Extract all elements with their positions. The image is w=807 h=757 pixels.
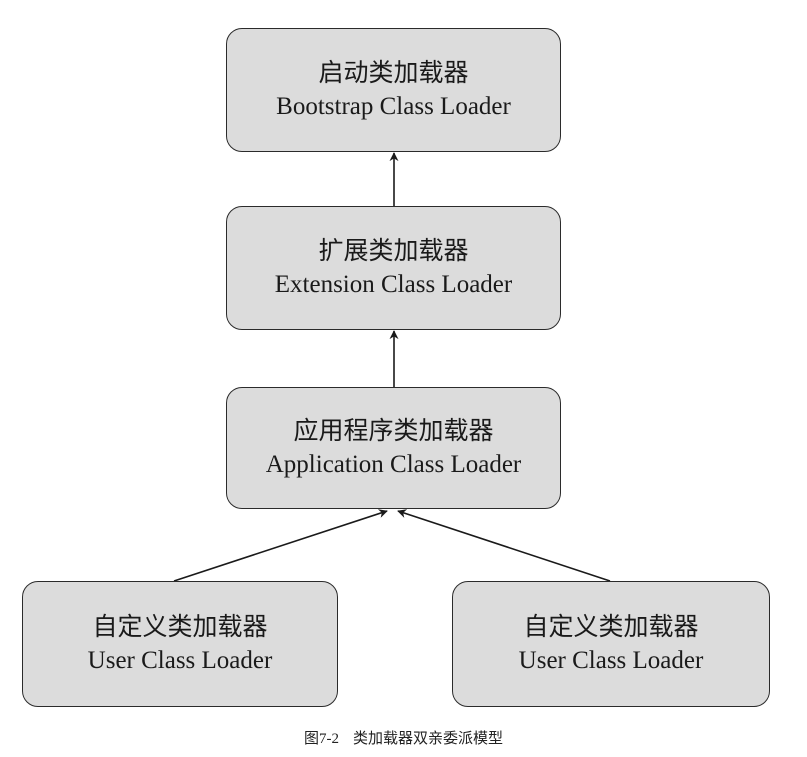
arrow-user-right-to-application	[397, 509, 611, 582]
node-user-class-loader-left: 自定义类加载器 User Class Loader	[22, 581, 338, 707]
figure-caption-text: 类加载器双亲委派模型	[352, 729, 503, 747]
node-bootstrap-zh-label: 启动类加载器	[318, 58, 469, 87]
arrow-user-left-to-application	[173, 509, 388, 582]
node-user-left-en-label: User Class Loader	[87, 647, 273, 674]
node-application-class-loader: 应用程序类加载器 Application Class Loader	[226, 387, 561, 509]
node-bootstrap-class-loader: 启动类加载器 Bootstrap Class Loader	[226, 28, 561, 152]
figure-caption: 图7-2 类加载器双亲委派模型	[0, 727, 807, 748]
node-extension-en-label: Extension Class Loader	[274, 271, 513, 298]
node-application-zh-label: 应用程序类加载器	[293, 416, 494, 445]
node-user-right-zh-label: 自定义类加载器	[523, 612, 699, 641]
figure-number: 图7-2	[303, 731, 339, 747]
node-extension-zh-label: 扩展类加载器	[318, 236, 469, 265]
node-application-en-label: Application Class Loader	[265, 451, 522, 478]
node-user-right-en-label: User Class Loader	[518, 647, 704, 674]
node-extension-class-loader: 扩展类加载器 Extension Class Loader	[226, 206, 561, 330]
node-user-left-zh-label: 自定义类加载器	[92, 612, 268, 641]
node-user-class-loader-right: 自定义类加载器 User Class Loader	[452, 581, 770, 707]
node-bootstrap-en-label: Bootstrap Class Loader	[276, 93, 511, 120]
